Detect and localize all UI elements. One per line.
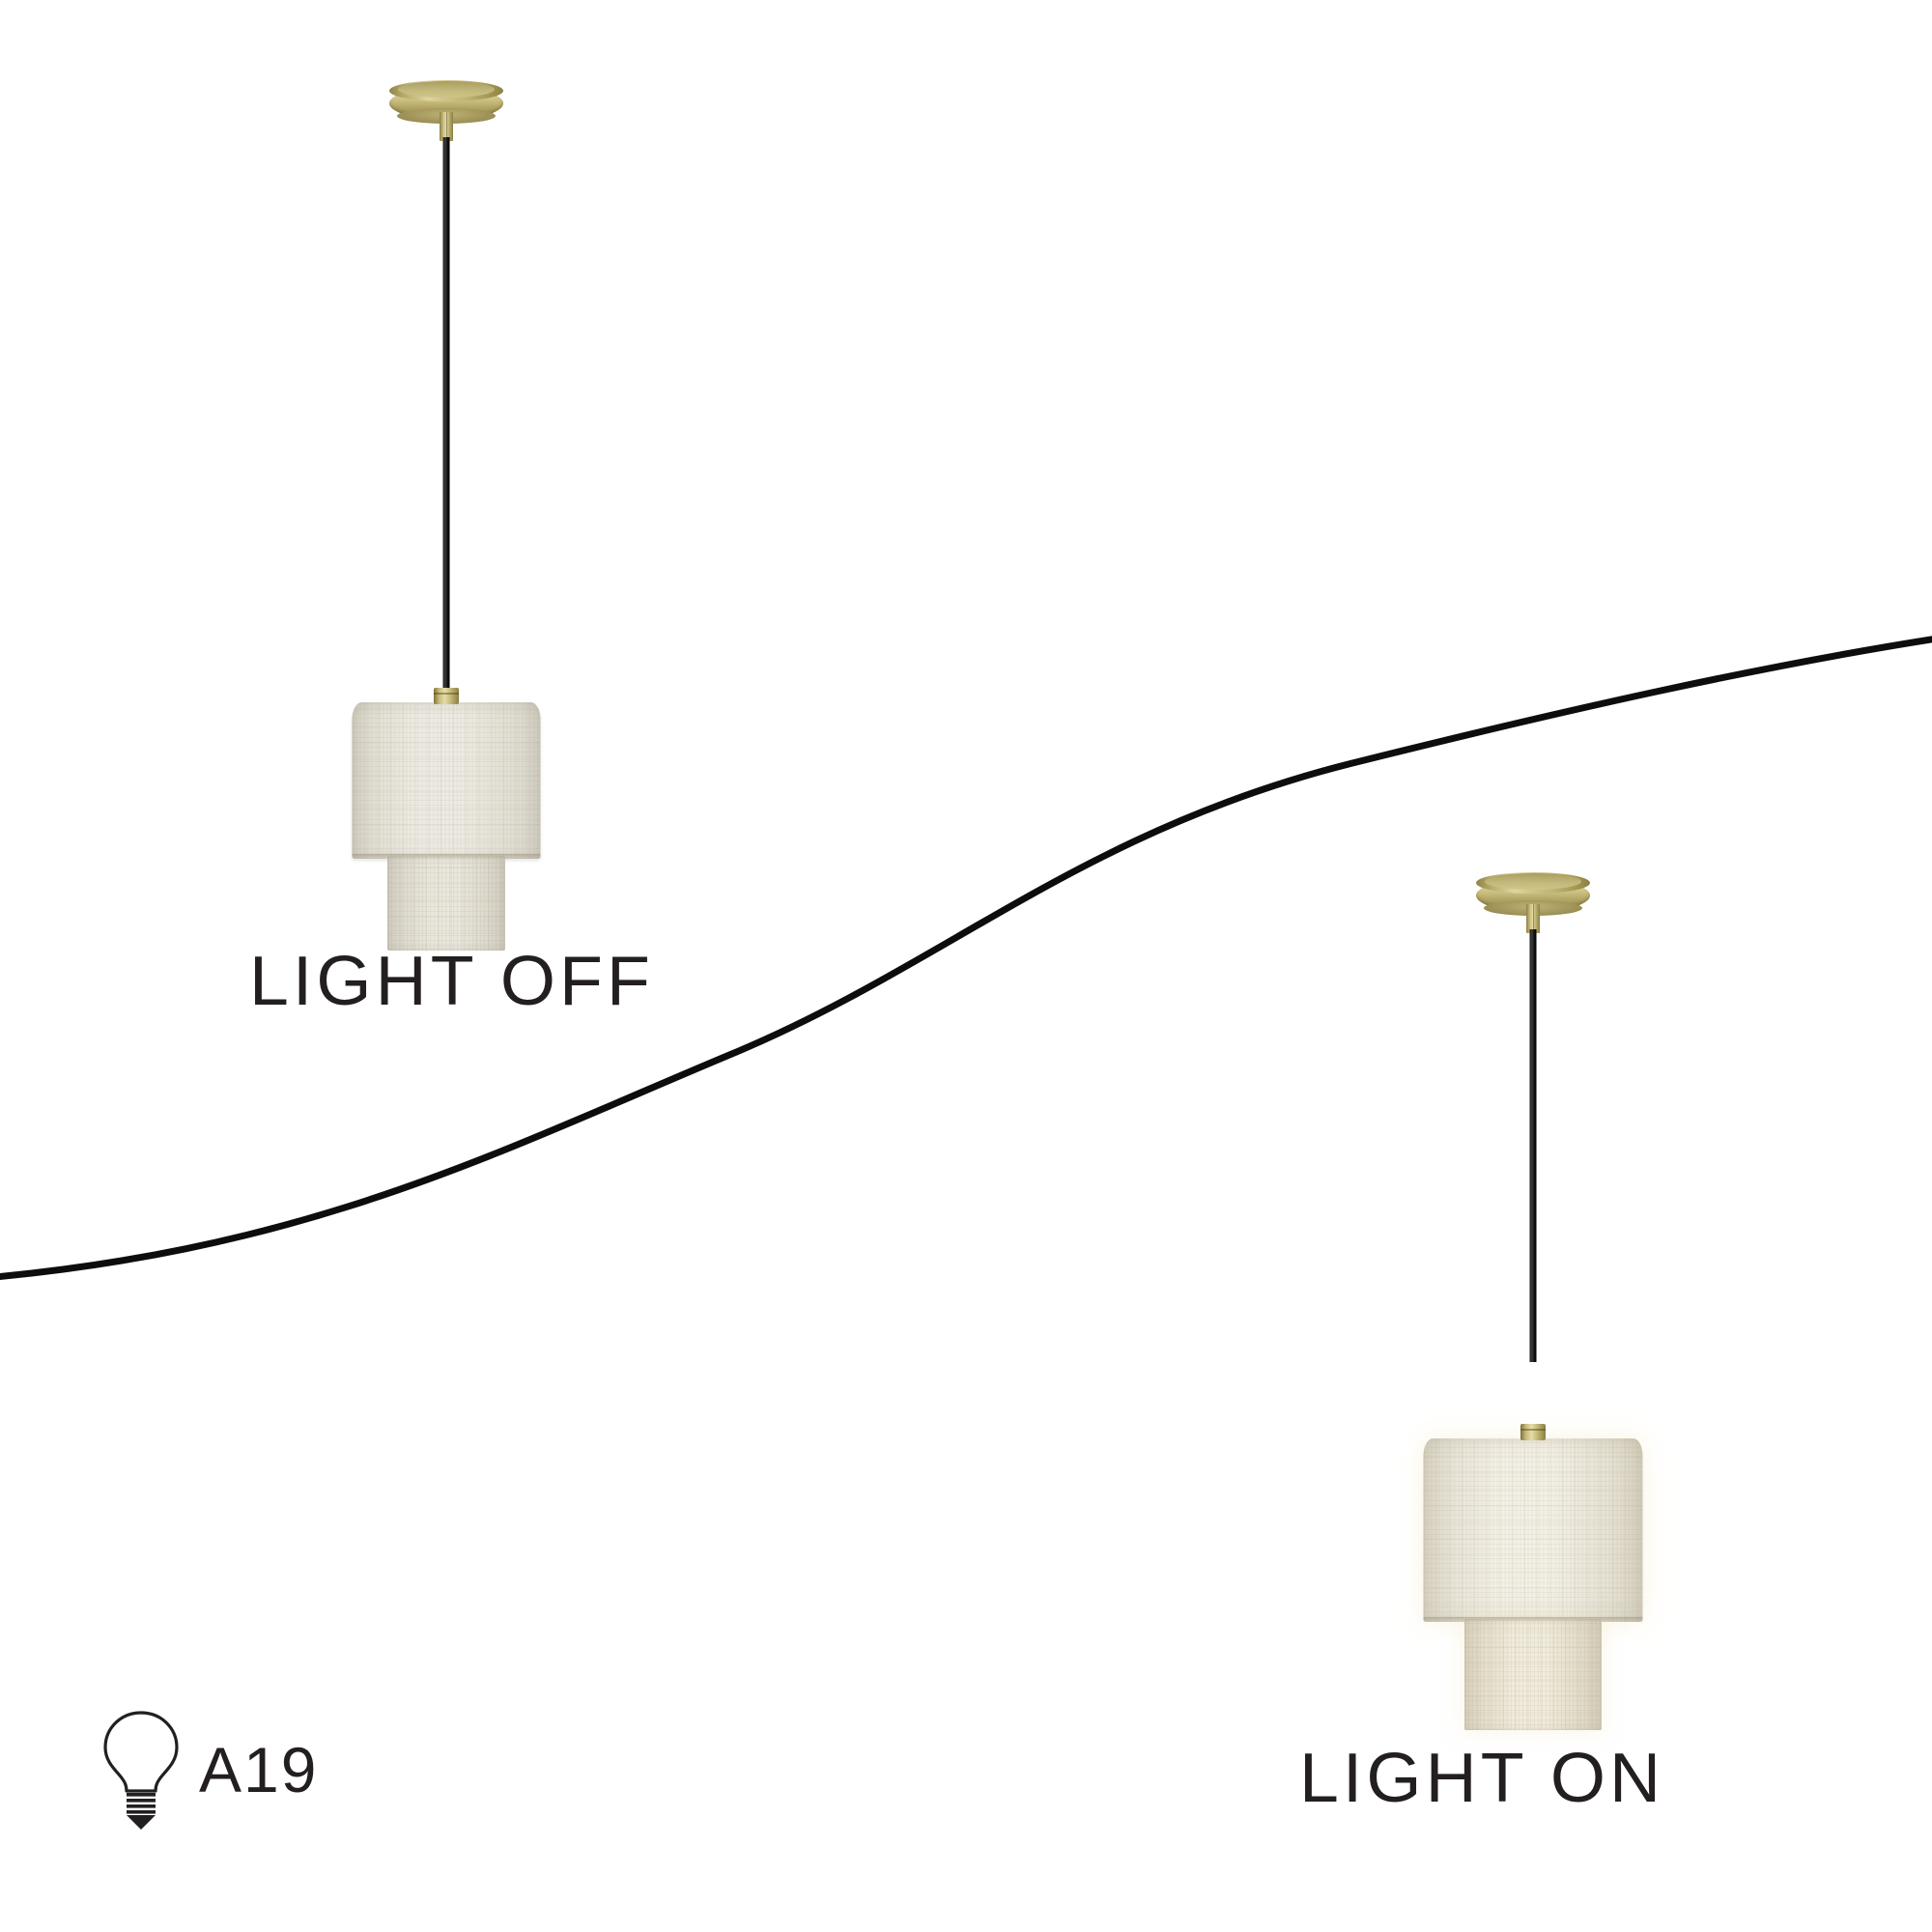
hanging-cord-off [442,137,450,717]
a19-bulb-label: A19 [199,1734,319,1805]
outer-shade-bottom-lip-off [352,854,541,859]
linen-weave-texture [1423,1438,1643,1622]
linen-weave-texture [1464,1619,1602,1730]
linen-weave-texture [352,702,541,859]
hanging-cord-on [1529,929,1537,1362]
canopy-stem-connector [440,112,453,141]
outer-shade-bottom-lip-on [1423,1617,1643,1622]
a19-bulb-badge: A19 [97,1708,318,1832]
linen-weave-texture [387,856,505,951]
inner-shade-on [1464,1619,1602,1730]
a19-bulb-icon [103,1711,179,1830]
canopy-top-face [389,80,503,101]
canopy-disc [389,80,503,124]
caption-light-on: LIGHT ON [1299,1740,1665,1817]
canopy-stem-connector [1526,904,1540,933]
canopy-top-face [1476,872,1590,894]
outer-shade-off [352,702,541,859]
canopy-inner-face [398,81,495,98]
outer-shade-on [1423,1438,1643,1622]
caption-light-off: LIGHT OFF [249,943,654,1020]
ceiling-canopy-on [1476,872,1590,933]
canopy-inner-face [1485,873,1581,890]
shade-brass-collar-off [434,688,459,704]
ceiling-canopy-off [389,80,503,141]
inner-shade-off [387,856,505,951]
shade-brass-collar-on [1520,1424,1546,1440]
